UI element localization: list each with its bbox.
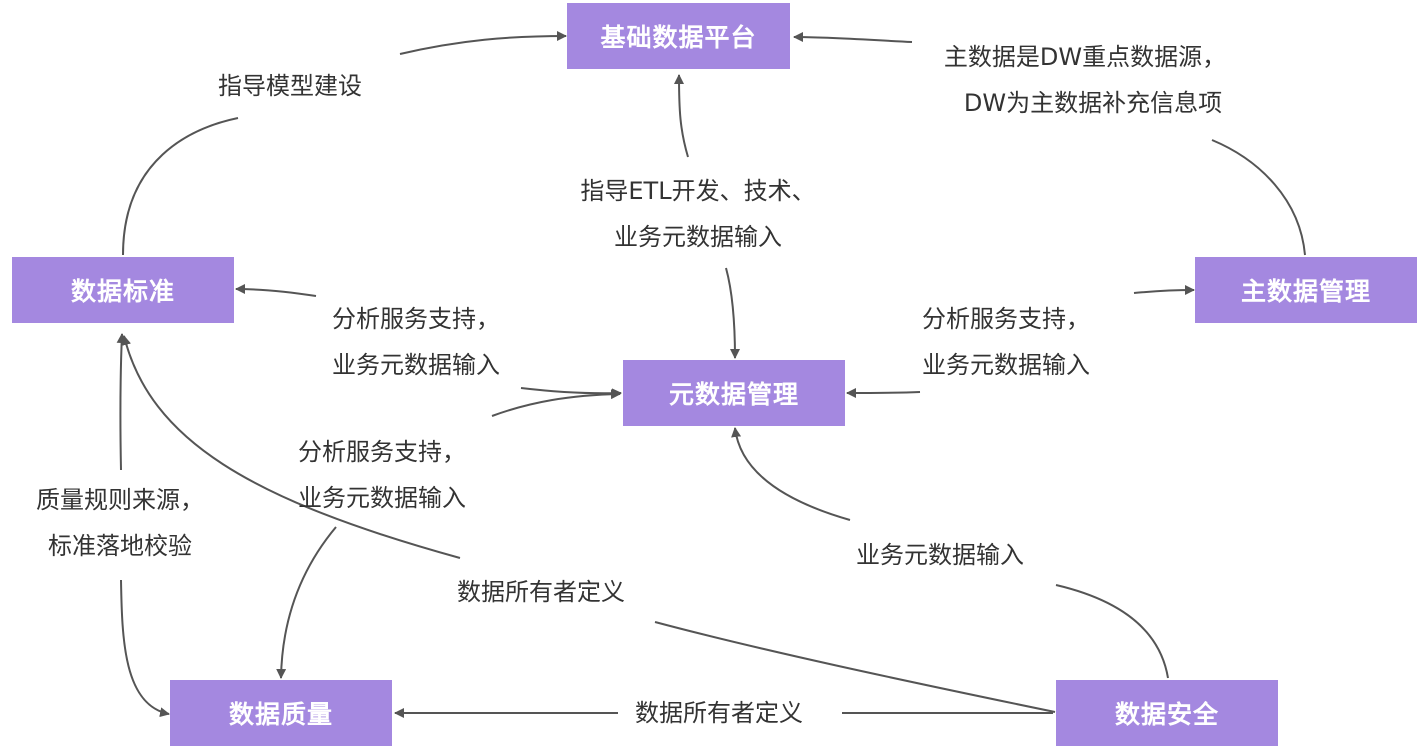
edge-standard-to-platform-head [399,31,567,55]
node-data-security: 数据安全 [1056,680,1278,746]
edge-master-to-platform [1211,139,1306,256]
edge-quality-meta-tail [491,389,621,417]
label-line: 分析服务支持， [298,438,466,466]
label-line: 业务元数据输入 [922,351,1090,379]
label-security-to-quality: 数据所有者定义 [635,699,803,727]
node-basic-platform: 基础数据平台 [567,3,790,69]
node-master-data: 主数据管理 [1195,257,1417,323]
edge-metadata-to-standard-tail [520,387,622,399]
edge-security-to-metadata [1055,584,1169,679]
node-data-quality: 数据质量 [170,680,392,746]
label-line: 质量规则来源， [36,486,204,514]
label-standard-to-platform: 指导模型建设 [218,72,362,100]
label-line: 指导ETL开发、技术、 [580,177,816,205]
edge-master-to-metadata-tail [846,387,921,398]
label-line: 主数据是DW重点数据源， [943,43,1227,71]
edge-master-to-metadata-head [1133,285,1195,296]
edge-security-to-metadata-head [731,427,851,521]
label-line: 业务元数据输入 [332,351,500,379]
edge-standard-to-platform [122,117,239,256]
label-master-to-platform: 主数据是DW重点数据源， DW为主数据补充信息项 [920,34,1250,126]
edge-metadata-to-standard-head [235,284,317,297]
label-line: 分析服务支持， [922,305,1090,333]
edge-quality-meta-head [276,526,337,679]
label-standard-to-quality: 质量规则来源， 标准落地校验 [15,477,225,569]
label-security-to-metadata: 业务元数据输入 [856,541,1024,569]
edge-etl-to-platform [674,74,689,158]
edge-quality-to-standard [116,333,127,471]
edge-security-to-standard-mid [121,335,461,559]
label-line: 标准落地校验 [48,532,192,560]
edge-master-to-platform-head [793,32,913,43]
label-platform-metadata: 指导ETL开发、技术、 业务元数据输入 [563,168,833,260]
label-line: 业务元数据输入 [298,484,466,512]
label-metadata-to-master: 分析服务支持， 业务元数据输入 [922,296,1090,388]
label-line: 分析服务支持， [332,305,500,333]
label-security-to-standard: 数据所有者定义 [457,578,625,606]
label-metadata-to-standard: 分析服务支持， 业务元数据输入 [332,296,500,388]
edge-etl-to-metadata [725,267,740,359]
label-metadata-to-quality: 分析服务支持， 业务元数据输入 [298,429,466,521]
label-line: DW为主数据补充信息项 [963,89,1223,117]
edge-security-to-standard [654,621,1056,713]
edge-standard-to-quality [120,579,170,718]
label-line: 业务元数据输入 [614,223,782,251]
node-metadata: 元数据管理 [623,360,845,426]
node-data-standard: 数据标准 [12,257,234,323]
